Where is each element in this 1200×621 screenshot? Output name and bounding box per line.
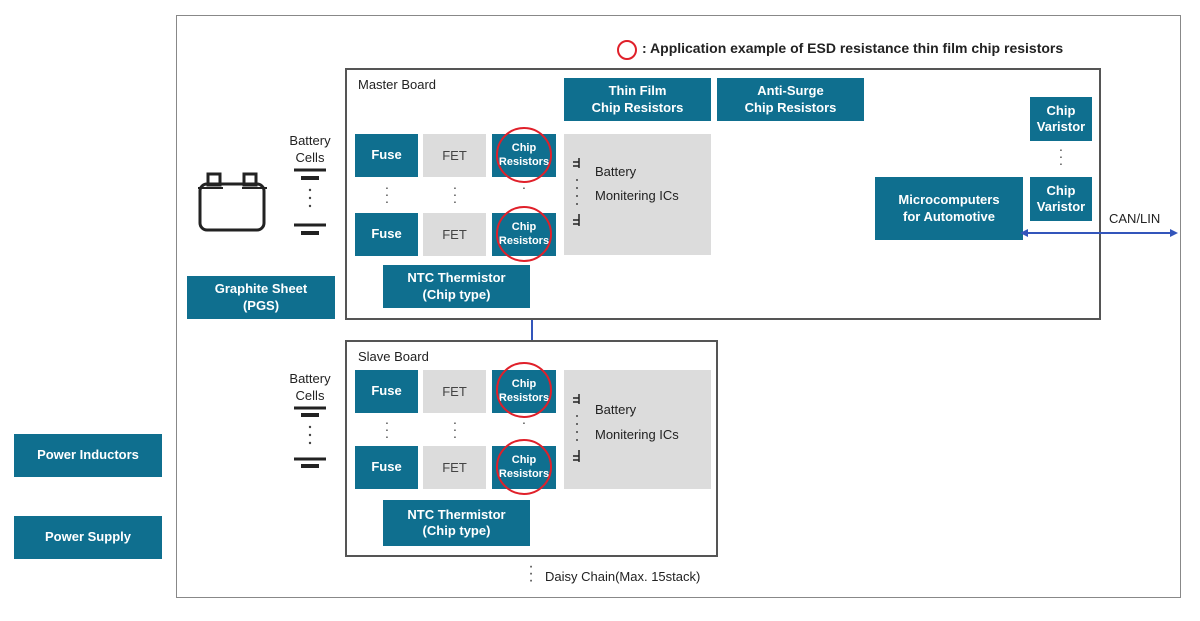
anti-surge-chip-resistors: Anti-Surge Chip Resistors bbox=[717, 78, 864, 121]
thin-film-chip-resistors: Thin Film Chip Resistors bbox=[564, 78, 711, 121]
microcomputers-for-automotive: Microcomputers for Automotive bbox=[875, 177, 1023, 240]
master-esd-highlight-bottom bbox=[496, 206, 552, 262]
master-battery-cells-symbol bbox=[294, 168, 326, 235]
battery-icon bbox=[198, 172, 267, 232]
can-lin-bus-arrow bbox=[1020, 229, 1178, 237]
master-fuse-top: Fuse bbox=[355, 134, 418, 177]
slave-fuse-bottom: Fuse bbox=[355, 446, 418, 489]
chip-varistor-bottom: Chip Varistor bbox=[1030, 177, 1092, 221]
legend-text: : Application example of ESD resistance … bbox=[642, 40, 1064, 56]
slave-board-title: Slave Board bbox=[358, 349, 429, 364]
graphite-sheet-pgs: Graphite Sheet (PGS) bbox=[187, 276, 335, 319]
master-ntc-thermistor: NTC Thermistor (Chip type) bbox=[383, 265, 530, 308]
master-board-title: Master Board bbox=[358, 77, 437, 92]
master-bmic-line2: Monitering ICs bbox=[595, 188, 679, 203]
slave-fuse-top: Fuse bbox=[355, 370, 418, 413]
slave-bmic-line1: Battery bbox=[595, 402, 637, 417]
master-ic-pins-icon bbox=[573, 158, 580, 226]
daisy-chain-label: Daisy Chain(Max. 15stack) bbox=[545, 569, 701, 584]
chip-varistor-top: Chip Varistor bbox=[1030, 97, 1092, 141]
master-bmic-line1: Battery bbox=[595, 164, 637, 179]
slave-ic-pins-icon bbox=[573, 394, 580, 462]
board-link-line bbox=[531, 320, 533, 341]
slave-fet-bottom: FET bbox=[423, 446, 486, 489]
slave-battery-cells-symbol bbox=[294, 406, 326, 468]
slave-battery-cells-label: Battery Cells bbox=[289, 371, 331, 403]
slave-ntc-thermistor: NTC Thermistor (Chip type) bbox=[383, 500, 530, 546]
slave-bmic-line2: Monitering ICs bbox=[595, 427, 679, 442]
power-inductors: Power Inductors bbox=[14, 434, 162, 477]
slave-esd-highlight-bottom bbox=[496, 439, 552, 495]
slave-battery-monitoring-ics bbox=[564, 370, 711, 489]
master-battery-monitoring-ics bbox=[564, 134, 711, 255]
legend-circle-icon bbox=[617, 40, 637, 60]
slave-fet-top: FET bbox=[423, 370, 486, 413]
master-esd-highlight-top bbox=[496, 127, 552, 183]
master-fet-top: FET bbox=[423, 134, 486, 177]
power-supply: Power Supply bbox=[14, 516, 162, 559]
master-fuse-bottom: Fuse bbox=[355, 213, 418, 256]
slave-esd-highlight-top bbox=[496, 362, 552, 418]
master-fet-bottom: FET bbox=[423, 213, 486, 256]
master-battery-cells-label: Battery Cells bbox=[289, 133, 331, 165]
can-lin-label: CAN/LIN bbox=[1109, 211, 1161, 226]
